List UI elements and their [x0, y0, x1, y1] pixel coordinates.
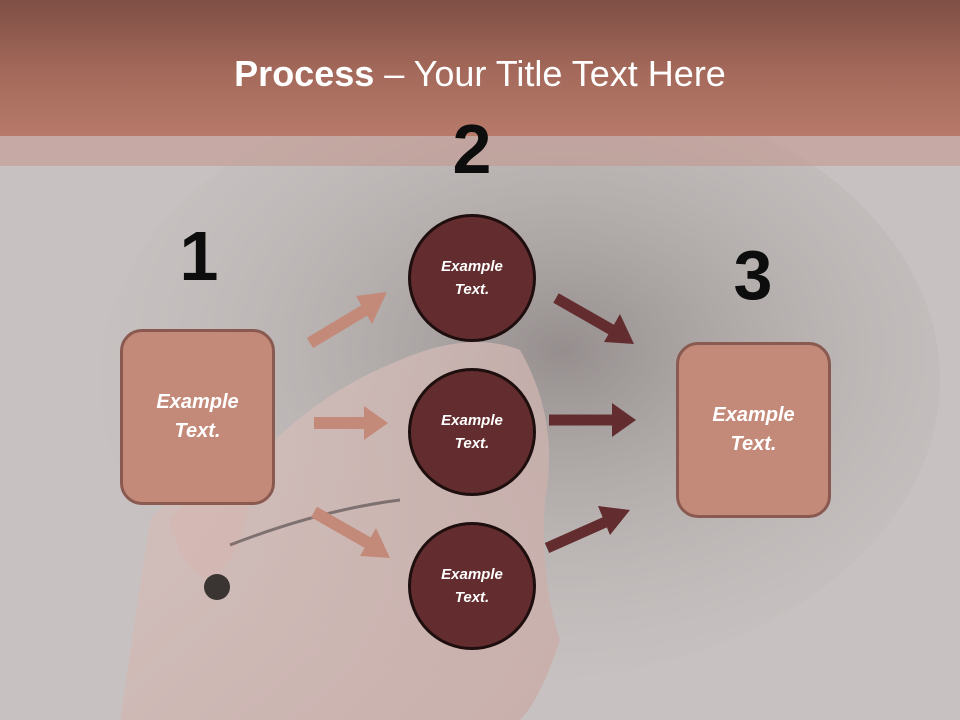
step-3-box: Example Text.: [676, 342, 831, 518]
step-2-circle-1-text: Example Text.: [441, 258, 503, 298]
step-number-2: 2: [452, 110, 492, 188]
title-rest: – Your Title Text Here: [374, 53, 726, 94]
arrow-1-to-circle-2: [314, 406, 388, 440]
header-strip: [0, 136, 960, 166]
step-number-3: 3: [733, 236, 773, 314]
step-1-box: Example Text.: [120, 329, 275, 505]
step-1-text: Example Text.: [156, 391, 239, 442]
arrow-circle-2-to-3: [549, 403, 636, 437]
arrow-1-to-circle-1: [306, 292, 387, 349]
step-3-text: Example Text.: [712, 404, 795, 455]
step-2-circle-1: Example Text.: [408, 214, 536, 342]
title-strong: Process: [234, 53, 375, 94]
arrow-circle-3-to-3: [544, 506, 630, 554]
arrow-circle-1-to-3: [553, 293, 634, 344]
arrow-1-to-circle-3: [311, 506, 390, 558]
step-2-circle-3: Example Text.: [408, 522, 536, 650]
step-2-circle-2-text: Example Text.: [441, 412, 503, 452]
step-2-circle-3-text: Example Text.: [441, 566, 503, 606]
slide-title: Process – Your Title Text Here: [0, 52, 960, 96]
step-number-1: 1: [179, 217, 219, 295]
header-band: [0, 0, 960, 136]
step-2-circle-2: Example Text.: [408, 368, 536, 496]
